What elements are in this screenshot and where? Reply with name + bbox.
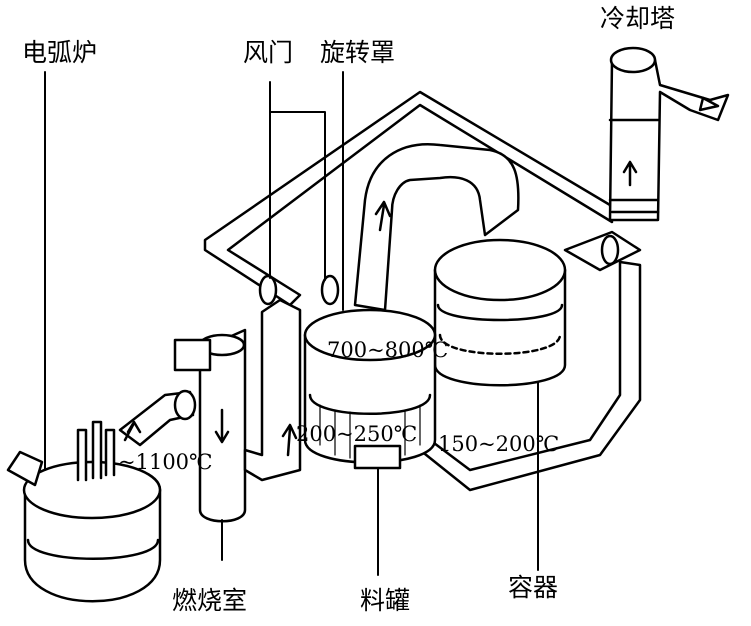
damper-left (258, 274, 278, 306)
charging-bucket (303, 308, 437, 470)
label-charging-bucket: 料罐 (360, 586, 411, 615)
temp-150-200: 150~200℃ (438, 432, 560, 456)
leader-lines (44, 71, 539, 576)
label-cooling-tower: 冷却塔 (600, 4, 676, 33)
label-vessel: 容器 (508, 573, 559, 602)
damper-right (320, 274, 340, 306)
vessel-to-tower-duct (563, 230, 642, 272)
temp-700-800: 700~800℃ (327, 338, 449, 362)
vessel (433, 238, 567, 387)
furnace-elbow-duct (118, 389, 197, 447)
label-arc-furnace: 电弧炉 (22, 38, 98, 67)
label-rotating-hood: 旋转罩 (320, 38, 396, 67)
label-combustion-chamber: 燃烧室 (172, 586, 248, 615)
arc-furnace (6, 420, 162, 603)
combustion-chamber (173, 328, 247, 523)
label-damper: 风门 (243, 38, 294, 67)
temp-200-250: 200~250℃ (296, 422, 418, 446)
return-duct (418, 260, 642, 492)
chamber-to-hood-duct (243, 298, 302, 482)
cooling-tower (608, 46, 730, 222)
gooseneck-duct (353, 143, 520, 312)
temp-1100: ~1100℃ (118, 450, 213, 474)
leader-damper (269, 81, 326, 281)
